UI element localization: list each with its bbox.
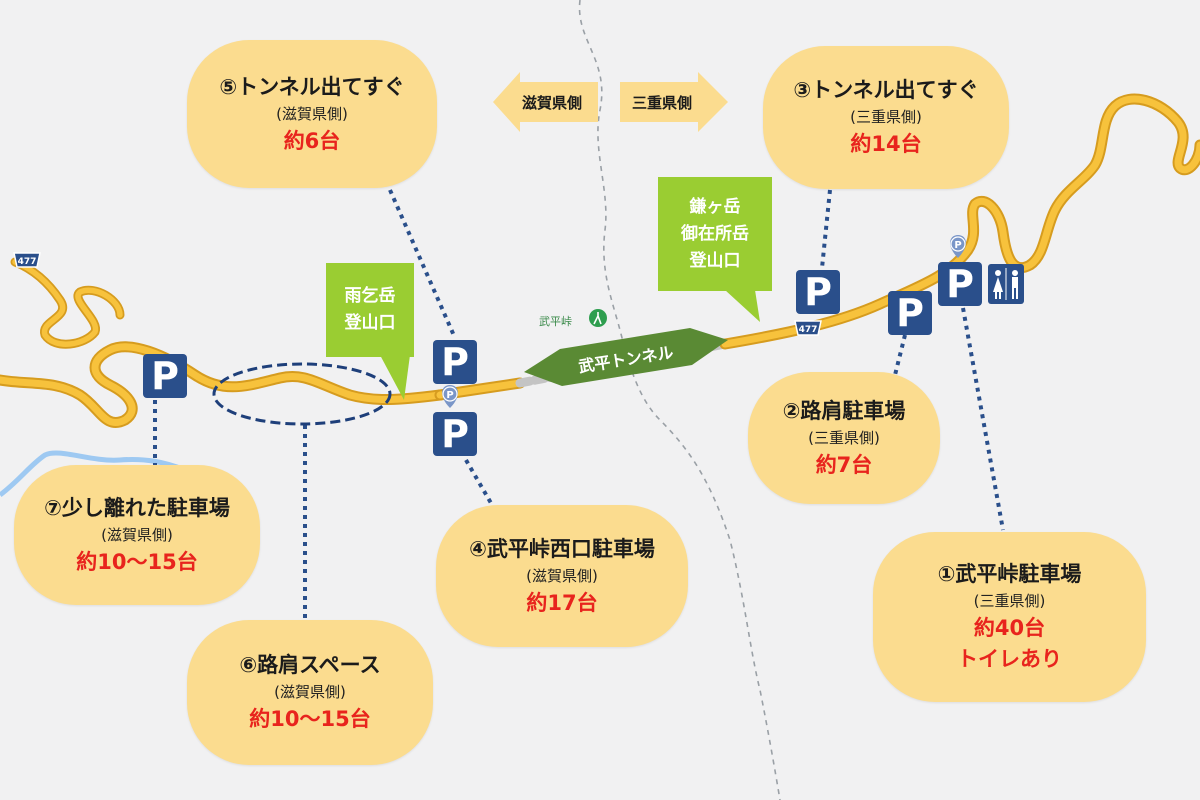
trailhead-label-line: 登山口	[344, 313, 396, 333]
parking-icon: P	[938, 262, 982, 306]
pass-marker: 武平峠	[539, 309, 607, 328]
parking-area-count: 約40台	[973, 616, 1046, 640]
leader-lines	[153, 189, 1005, 620]
parking-area-count: 約6台	[283, 128, 341, 153]
parking-area-name: ②路肩駐車場	[782, 398, 906, 423]
parking-area-1-card: ①武平峠駐車場 (三重県側) 約40台 トイレあり	[873, 532, 1146, 702]
trailhead-label-line: 登山口	[689, 250, 741, 271]
map-pin-icon: P	[950, 235, 966, 258]
parking-area-note: トイレあり	[957, 647, 1062, 671]
parking-area-count: 約7台	[815, 452, 873, 477]
parking-area-side: (滋賀県側)	[274, 683, 346, 701]
parking-area-name: ①武平峠駐車場	[937, 562, 1082, 586]
trailhead-callout-tail	[380, 355, 410, 400]
parking-area-2-card: ②路肩駐車場 (三重県側) 約7台	[748, 372, 940, 504]
parking-area-count: 約17台	[526, 590, 598, 615]
route-number-label: 477	[18, 257, 37, 267]
parking-area-name: ⑤トンネル出てすぐ	[219, 74, 405, 99]
tunnel-marker: 武平トンネル	[524, 328, 728, 386]
parking-area-name: ④武平峠西口駐車場	[469, 536, 655, 561]
parking-area-7-card: ⑦少し離れた駐車場 (滋賀県側) 約10〜15台	[14, 465, 260, 605]
parking-area-count: 約10〜15台	[76, 549, 198, 574]
parking-area-name: ③トンネル出てすぐ	[793, 78, 979, 102]
trailhead-kamagatake-box: 鎌ヶ岳 御在所岳 登山口	[658, 177, 772, 291]
parking-area-name: ⑥路肩スペース	[239, 653, 381, 677]
prefecture-border	[578, 0, 781, 800]
parking-area-side: (滋賀県側)	[526, 566, 598, 585]
parking-area-side: (三重県側)	[850, 108, 922, 126]
parking-icon: P	[433, 412, 477, 456]
parking-icon: P	[143, 354, 187, 398]
mie-direction-arrow: 三重県側	[620, 72, 728, 132]
parking-area-5-card: ⑤トンネル出てすぐ (滋賀県側) 約6台	[187, 40, 437, 188]
route-shield-icon: 477	[794, 320, 822, 336]
shiga-side-label: 滋賀県側	[522, 94, 582, 112]
pass-name-label: 武平峠	[539, 314, 572, 328]
pin-label: P	[446, 390, 453, 401]
parking-area-3-card: ③トンネル出てすぐ (三重県側) 約14台	[763, 46, 1009, 189]
trailhead-label-line: 雨乞岳	[344, 286, 396, 306]
toilet-icon	[988, 264, 1024, 304]
trailhead-amagoi-box: 雨乞岳 登山口	[326, 263, 414, 357]
mie-side-label: 三重県側	[632, 94, 692, 112]
roadside-space-outline	[212, 362, 392, 426]
parking-area-count: 約14台	[850, 132, 922, 156]
parking-icon: P	[433, 340, 477, 384]
river	[0, 450, 186, 497]
route-number-label: 477	[799, 325, 818, 335]
parking-icon: P	[888, 291, 932, 335]
parking-area-name: ⑦少し離れた駐車場	[44, 495, 230, 520]
parking-area-side: (三重県側)	[808, 428, 880, 447]
parking-area-side: (三重県側)	[973, 592, 1046, 610]
shiga-direction-arrow: 滋賀県側	[493, 72, 598, 132]
parking-area-4-card: ④武平峠西口駐車場 (滋賀県側) 約17台	[436, 505, 688, 647]
pin-label: P	[954, 240, 961, 251]
parking-icon: P	[796, 270, 840, 314]
parking-area-6-card: ⑥路肩スペース (滋賀県側) 約10〜15台	[187, 620, 433, 765]
parking-area-count: 約10〜15台	[249, 707, 371, 731]
trailhead-label-line: 鎌ヶ岳	[689, 196, 741, 217]
map-pin-icon: P	[442, 385, 458, 408]
parking-area-side: (滋賀県側)	[276, 104, 348, 123]
parking-area-side: (滋賀県側)	[101, 525, 173, 544]
trailhead-callout-tail	[725, 290, 760, 322]
route-shield-icon: 477	[13, 252, 41, 268]
trailhead-label-line: 御在所岳	[681, 223, 749, 244]
